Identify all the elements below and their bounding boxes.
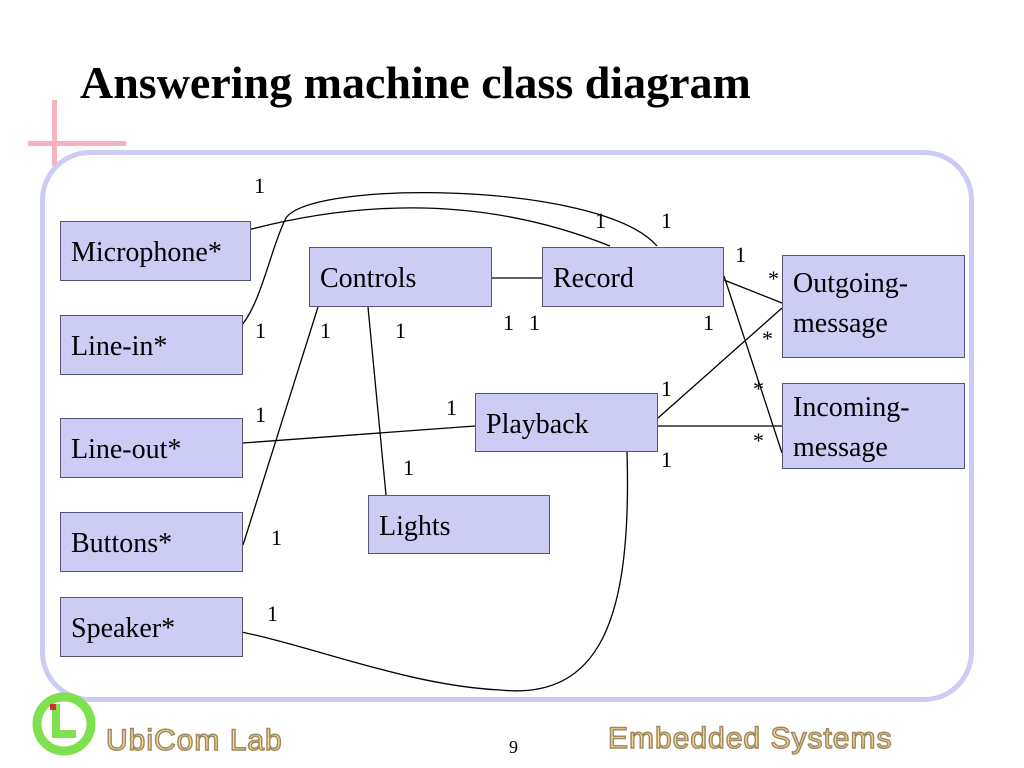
footer-course-name: Embedded Systems: [607, 721, 893, 756]
decorative-cross-horizontal: [28, 141, 126, 146]
diagram-frame: [40, 150, 974, 702]
class-outgoing-message: Outgoing- message: [782, 255, 965, 358]
mult-label: 1: [255, 318, 266, 343]
assoc-playback-outgoing: [657, 307, 783, 419]
class-lights: Lights: [368, 495, 550, 554]
assoc-record-outgoing: [723, 279, 783, 304]
mult-label: 1: [503, 310, 514, 335]
assoc-record-incoming: [723, 275, 783, 454]
mult-label: 1: [271, 525, 282, 550]
mult-label: *: [753, 428, 764, 453]
mult-label: 1: [320, 318, 331, 343]
class-buttons: Buttons*: [60, 512, 243, 572]
mult-label: 1: [703, 310, 714, 335]
class-record: Record: [542, 247, 724, 307]
incoming-line2: message: [793, 432, 888, 463]
mult-label: 1: [661, 447, 672, 472]
mult-label: 1: [446, 395, 457, 420]
mult-label: *: [768, 266, 779, 291]
assoc-controls-lights: [367, 306, 387, 496]
outgoing-line1: Outgoing-: [793, 268, 909, 299]
class-microphone: Microphone*: [60, 221, 251, 281]
assoc-record-linein: [236, 192, 658, 331]
decorative-cross-vertical: [52, 100, 57, 166]
ubicom-logo-icon: [32, 692, 96, 756]
mult-label: 1: [595, 208, 606, 233]
assoc-record-microphone: [247, 207, 611, 247]
slide-title: Answering machine class diagram: [80, 57, 751, 108]
mult-label: *: [753, 376, 764, 401]
mult-label: 1: [254, 173, 265, 198]
mult-label: 1: [661, 208, 672, 233]
assoc-lineout-playback: [242, 425, 476, 444]
mult-label: 1: [255, 402, 266, 427]
assoc-controls-buttons: [242, 306, 319, 546]
incoming-line1: Incoming-: [793, 392, 910, 423]
mult-label: 1: [735, 242, 746, 267]
class-incoming-message: Incoming- message: [782, 383, 965, 469]
class-line-in: Line-in*: [60, 315, 243, 375]
class-line-out: Line-out*: [60, 418, 243, 478]
outgoing-line2: message: [793, 308, 888, 339]
mult-label: 1: [403, 455, 414, 480]
class-speaker: Speaker*: [60, 597, 243, 657]
page-number: 9: [509, 737, 518, 757]
mult-label: 1: [267, 601, 278, 626]
assoc-playback-speaker: [218, 451, 629, 692]
mult-label: 1: [529, 310, 540, 335]
mult-label: 1: [661, 376, 672, 401]
class-controls: Controls: [309, 247, 492, 307]
class-playback: Playback: [475, 393, 658, 452]
mult-label: *: [762, 326, 773, 351]
mult-label: 1: [395, 318, 406, 343]
footer-lab-name: UbiCom Lab: [105, 723, 283, 758]
